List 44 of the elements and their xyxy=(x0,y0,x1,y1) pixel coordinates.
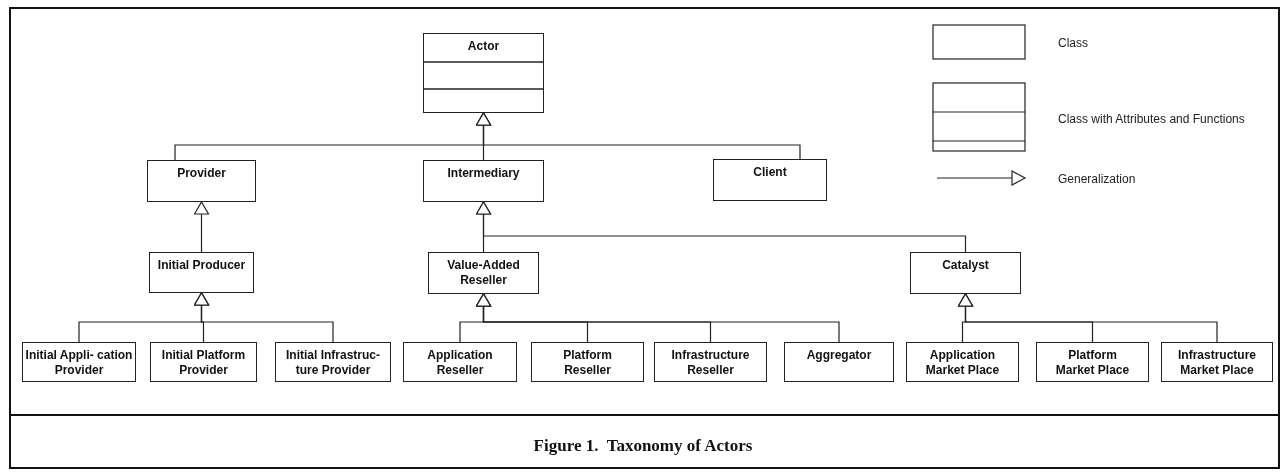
class-box xyxy=(713,159,827,201)
class-name: Infrastructure Market Place xyxy=(1177,348,1257,378)
class-box xyxy=(150,342,257,382)
class-box xyxy=(149,252,254,293)
class-box xyxy=(403,342,517,382)
class-name: Aggregator xyxy=(806,348,872,363)
class-name: Initial Infrastruc- ture Provider xyxy=(285,348,381,378)
class-name: Actor xyxy=(467,39,500,54)
class-box xyxy=(910,252,1021,294)
class-name: Value-Added Reseller xyxy=(446,258,521,288)
class-name: Intermediary xyxy=(447,166,520,181)
class-name: Platform Reseller xyxy=(562,348,613,378)
generalization-arrow xyxy=(957,293,1218,343)
generalization-arrow xyxy=(193,292,334,343)
class-box xyxy=(428,252,539,294)
class-box xyxy=(654,342,767,382)
class-name: Application Market Place xyxy=(924,348,1001,378)
class-name: Application Reseller xyxy=(426,348,494,378)
class-name: Infrastructure Reseller xyxy=(670,348,751,378)
class-box xyxy=(22,342,136,382)
class-name: Initial Platform Provider xyxy=(160,348,247,378)
figure-caption: Figure 1. Taxonomy of Actors xyxy=(533,436,753,456)
class-name: Initial Appli- cation Provider xyxy=(24,348,134,378)
class-name: Platform Market Place xyxy=(1054,348,1131,378)
class-box xyxy=(1161,342,1273,382)
legend-label: Class xyxy=(1058,36,1088,50)
class-box xyxy=(1036,342,1149,382)
generalization-arrow xyxy=(193,201,210,253)
generalization-arrow xyxy=(475,293,840,343)
class-box xyxy=(147,160,256,202)
class-box xyxy=(423,160,544,202)
class-name: Catalyst xyxy=(942,258,989,273)
class-name: Provider xyxy=(177,166,226,181)
class-box xyxy=(531,342,644,382)
class-box xyxy=(784,342,894,382)
generalization-arrow xyxy=(475,112,801,160)
class-box xyxy=(906,342,1019,382)
legend-label: Generalization xyxy=(1058,172,1136,186)
class-box xyxy=(275,342,391,382)
legend-label: Class with Attributes and Functions xyxy=(1058,112,1245,126)
class-name: Initial Producer xyxy=(157,258,246,273)
class-box xyxy=(423,33,544,113)
generalization-arrow xyxy=(475,201,967,253)
class-name: Client xyxy=(753,165,787,180)
